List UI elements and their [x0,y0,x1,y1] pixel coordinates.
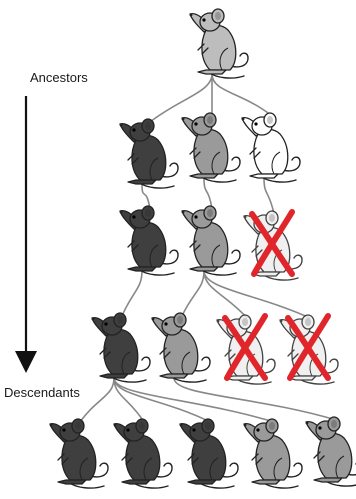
mice [49,8,356,489]
mouse [119,118,179,189]
ancestors-label: Ancestors [30,70,88,85]
mouse [189,8,249,79]
lineage-line [203,270,248,319]
lineage-line [141,183,151,210]
mouse [241,112,301,183]
mouse [181,112,241,183]
mouse [243,418,303,489]
extinct-cross-mark [285,313,331,381]
lineage-line [121,270,143,317]
lineage-line [113,377,275,423]
descendants-label: Descendants [4,385,80,400]
mouse [181,205,241,276]
lineage-line [211,73,273,117]
extinction-marks [222,209,331,381]
lineage-line [113,377,211,423]
mouse [151,312,211,383]
lineage-line [203,177,213,210]
lineage-line [181,270,205,317]
lineage-line [203,270,311,319]
lineage-lines [79,73,337,423]
mouse [119,205,179,276]
mouse [179,418,239,489]
lineage-line [149,73,213,123]
extinct-cross-mark [222,313,268,381]
mouse [113,418,173,489]
extinct-cross-mark [249,209,295,277]
mouse [305,416,356,487]
lineage-line [173,377,337,421]
lineage-line [79,377,115,423]
mouse [49,418,109,489]
mouse [91,312,151,383]
lineage-line [263,177,275,215]
